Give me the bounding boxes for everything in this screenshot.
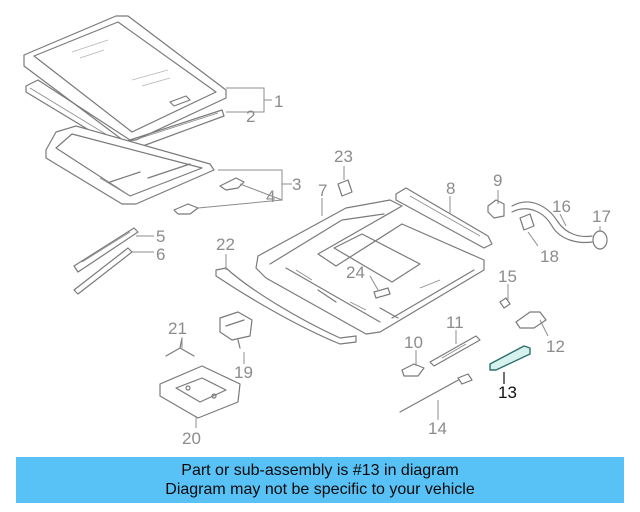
callout-18: 18 xyxy=(540,247,559,266)
part-8-drain-rail[interactable] xyxy=(395,187,493,249)
sunroof-parts-diagram: 1 2 3 4 5 6 7 8 9 10 11 12 13 14 15 16 1… xyxy=(23,15,611,448)
callout-6: 6 xyxy=(156,245,165,264)
part-19-motor[interactable] xyxy=(219,311,253,349)
part-22-rear-seal[interactable] xyxy=(215,267,357,345)
part-13-highlighted-bracket[interactable] xyxy=(489,345,531,384)
callout-2: 2 xyxy=(246,107,255,126)
callout-19: 19 xyxy=(234,363,253,382)
callout-23: 23 xyxy=(334,147,353,166)
part-21-crank[interactable] xyxy=(165,337,195,357)
callout-4: 4 xyxy=(266,187,275,206)
part-20-mount-plate[interactable] xyxy=(159,365,241,419)
callout-15: 15 xyxy=(498,267,517,286)
part-11-link[interactable] xyxy=(429,335,481,367)
callout-9: 9 xyxy=(493,171,502,190)
callout-11: 11 xyxy=(446,313,464,332)
callout-20: 20 xyxy=(182,429,201,448)
callout-16: 16 xyxy=(552,197,571,216)
callout-22: 22 xyxy=(216,235,235,254)
part-15-plug[interactable] xyxy=(499,297,511,309)
part-16-drain-hose[interactable] xyxy=(511,201,593,244)
part-24-bolt[interactable] xyxy=(373,287,391,299)
part-7-housing-frame[interactable] xyxy=(255,199,485,335)
part-12-clip[interactable] xyxy=(515,311,547,329)
callout-13: 13 xyxy=(498,383,517,402)
part-23-deflector[interactable] xyxy=(337,179,353,197)
callout-labels: 1 2 3 4 5 6 7 8 9 10 11 12 13 14 15 16 1… xyxy=(156,92,611,448)
callout-21: 21 xyxy=(168,319,187,338)
part-1-sunroof-glass[interactable] xyxy=(23,15,227,142)
info-banner: Part or sub-assembly is #13 in diagram D… xyxy=(16,457,624,503)
callout-1: 1 xyxy=(274,92,283,111)
part-9-bracket[interactable] xyxy=(487,199,505,219)
callout-10: 10 xyxy=(404,333,423,352)
callout-14: 14 xyxy=(428,419,447,438)
callout-8: 8 xyxy=(446,179,455,198)
banner-line-disclaimer: Diagram may not be specific to your vehi… xyxy=(165,481,475,498)
part-3-sunshade-frame[interactable] xyxy=(45,125,215,205)
part-17-grommet[interactable] xyxy=(592,230,608,250)
callout-3: 3 xyxy=(292,175,301,194)
callout-12: 12 xyxy=(546,337,565,356)
callout-5: 5 xyxy=(156,227,165,246)
banner-line-part-info: Part or sub-assembly is #13 in diagram xyxy=(181,462,459,479)
part-18-clamp[interactable] xyxy=(519,213,535,231)
callout-17: 17 xyxy=(592,207,611,226)
part-10-pad[interactable] xyxy=(401,363,425,377)
part-5-guide-rail[interactable] xyxy=(73,227,139,273)
part-14-cable[interactable] xyxy=(399,373,473,413)
callout-24: 24 xyxy=(346,263,365,282)
callout-7: 7 xyxy=(318,181,327,200)
leader-lines xyxy=(132,87,601,428)
part-4-clips[interactable] xyxy=(173,177,245,215)
